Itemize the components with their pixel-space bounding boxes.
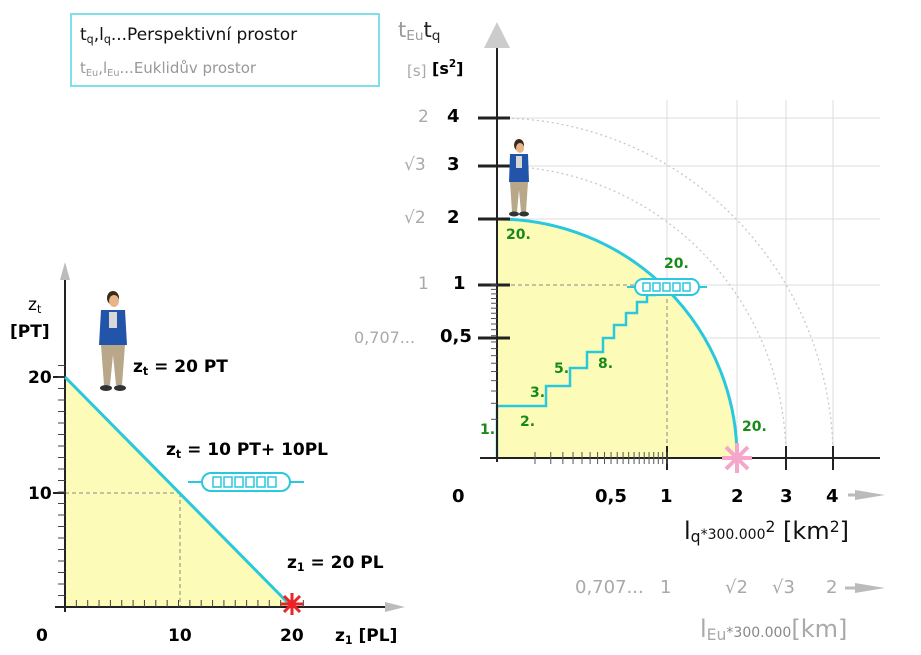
left-spaceship-icon <box>188 472 304 492</box>
step-label-20-mid: 20. <box>664 256 689 272</box>
step-label-2: 2. <box>520 414 536 430</box>
x-arrow-q <box>855 490 885 500</box>
y-q-3: 3 <box>447 154 460 175</box>
left-x-tick-10: 10 <box>168 626 192 646</box>
y-q-05: 0,5 <box>440 326 472 347</box>
right-person-icon <box>509 139 529 217</box>
label-zt-10pt-10pl: zt = 10 PT+ 10PL <box>166 440 329 461</box>
right-y-axis-label: tEutq <box>398 18 441 44</box>
right-end-star <box>722 443 752 473</box>
label-z1-20pl: z1 = 20 PL <box>287 553 384 574</box>
x-q-3: 3 <box>780 486 793 507</box>
step-label-20-end: 20. <box>742 419 767 435</box>
y-eu-sqrt3: √3 <box>404 155 426 175</box>
left-x-axis-label: z1 [PL] <box>335 626 398 647</box>
step-label-20-top: 20. <box>506 227 531 243</box>
x-q-05: 0,5 <box>595 486 627 507</box>
left-y-minor-ticks <box>58 365 65 596</box>
y-eu-2: 2 <box>418 107 429 127</box>
x-q-4: 4 <box>826 486 839 507</box>
left-y-axis-label: zt <box>28 295 42 316</box>
x-q-0: 0 <box>452 486 465 507</box>
right-staircase <box>495 283 667 458</box>
left-end-star <box>281 593 303 615</box>
step-label-3: 3. <box>530 385 546 401</box>
step-label-8: 8. <box>598 356 614 372</box>
left-y-tick-10: 10 <box>28 484 52 504</box>
right-y-arrow <box>484 22 510 48</box>
x-eu-1: 1 <box>660 577 672 598</box>
arc-3 <box>496 165 787 459</box>
x-eu-2: 2 <box>826 577 838 598</box>
right-spaceship-icon <box>627 278 707 296</box>
y-eu-0707: 0,707... <box>354 328 416 347</box>
step-label-1: 1. <box>480 422 496 438</box>
arc-4 <box>496 117 834 459</box>
legend-line-perspective: tq,lq...Perspektivní prostor <box>80 25 298 46</box>
y-q-4: 4 <box>447 106 460 127</box>
left-y-unit: [PT] <box>10 322 50 342</box>
legend-box: tq,lq...Perspektivní prostor tEu,lEu...E… <box>70 13 380 87</box>
left-person-icon <box>99 291 127 391</box>
left-y-arrow <box>60 262 70 280</box>
x-arrow-eu <box>855 583 885 593</box>
step-label-5: 5. <box>554 361 570 377</box>
left-y-tick-20: 20 <box>28 368 52 388</box>
right-area-fill <box>497 219 737 458</box>
left-x-tick-20: 20 <box>280 626 304 646</box>
x-q-1: 1 <box>660 486 673 507</box>
left-x-minor-ticks <box>75 600 304 607</box>
y-q-1: 1 <box>453 273 466 294</box>
right-y-unit-s2: [s2] <box>432 58 464 78</box>
right-y-unit-s: [s] <box>407 62 427 80</box>
label-zt-20pt: zt = 20 PT <box>133 357 228 378</box>
y-eu-sqrt2: √2 <box>404 208 426 228</box>
left-x-tick-0: 0 <box>36 626 48 646</box>
x-eu-sqrt3: √3 <box>772 577 795 598</box>
left-x-arrow <box>385 602 405 612</box>
x-label-eu: lEu*300.000[km] <box>700 615 848 644</box>
legend-line-euclid: tEu,lEu...Euklidův prostor <box>80 59 257 79</box>
x-eu-sqrt2: √2 <box>725 577 748 598</box>
x-q-2: 2 <box>731 486 744 507</box>
x-label-q: lq*300.0002 [km2] <box>684 517 849 546</box>
y-q-2: 2 <box>447 207 460 228</box>
y-eu-1: 1 <box>418 274 429 294</box>
left-world-line <box>63 375 294 609</box>
x-eu-0707: 0,707... <box>575 577 644 598</box>
